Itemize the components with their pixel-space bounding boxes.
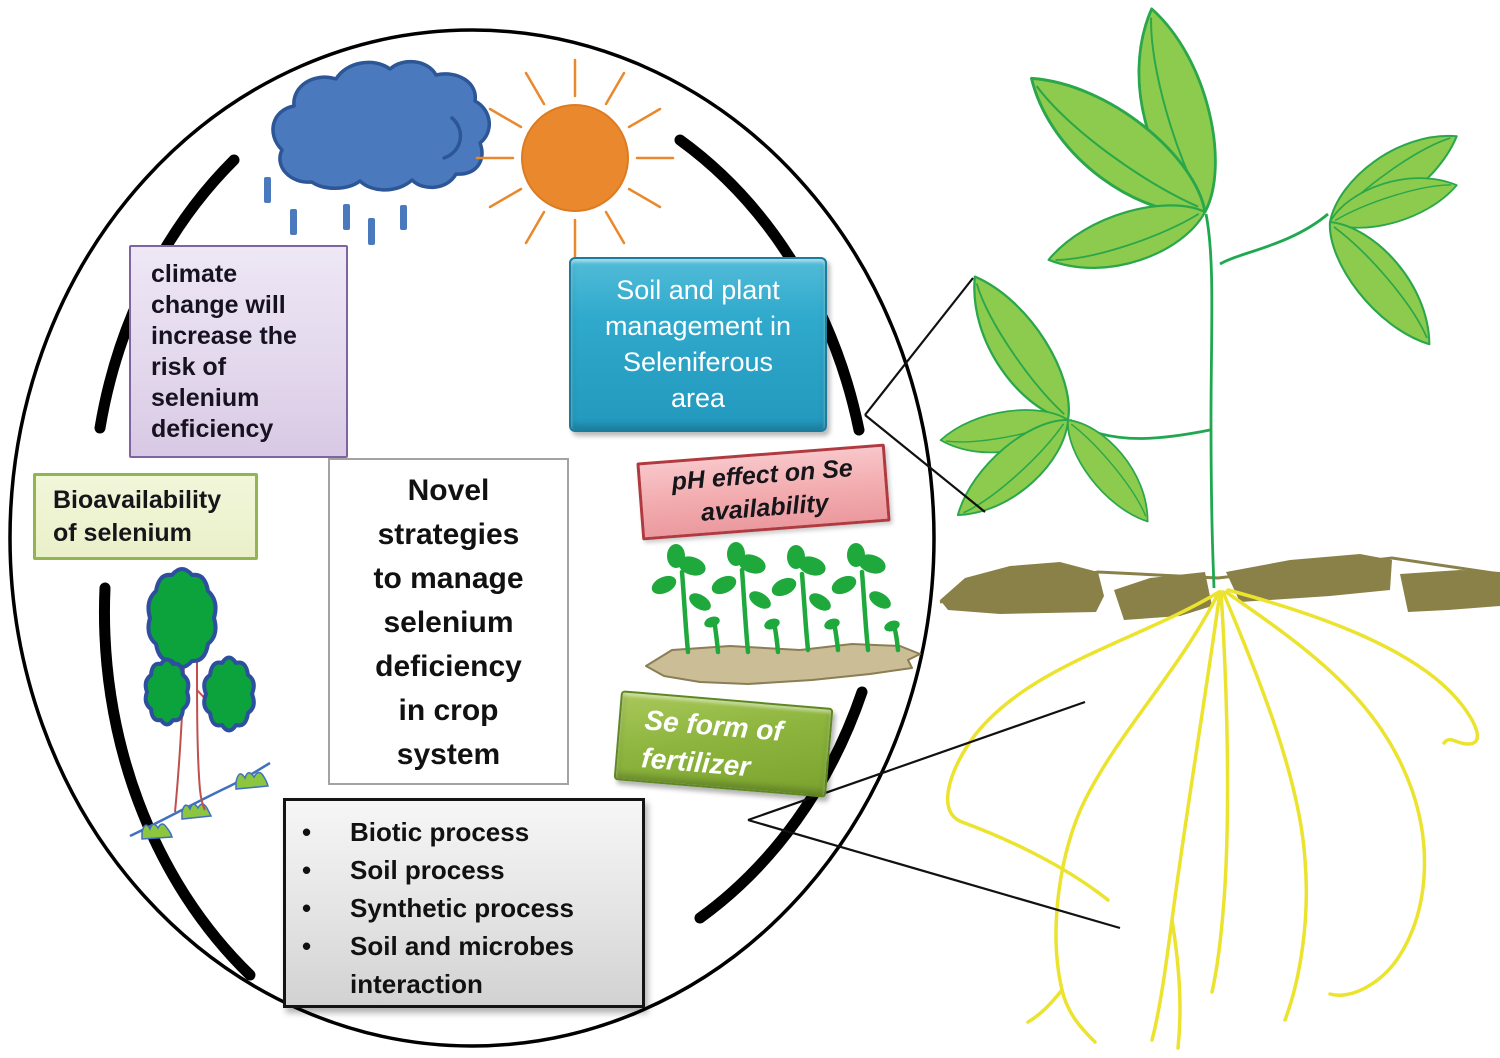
bioavailability-line: Bioavailability [53, 486, 222, 514]
grass-icon [141, 771, 269, 840]
soil-plant-line: Soil and plant [616, 275, 780, 305]
cycle-arc-bottom-right-icon [694, 686, 868, 924]
strategies-line: in crop [398, 694, 499, 727]
cycle-arc-bottom-left-icon [99, 582, 256, 981]
process-item-label: Biotic process [350, 817, 530, 847]
sun-icon [475, 58, 675, 258]
bullet-icon: • [302, 931, 312, 961]
climate-line: deficiency [151, 415, 274, 443]
climate-line: selenium [151, 384, 260, 412]
bullet-icon: • [302, 817, 312, 847]
novel-strategies-box: Novel strategies to manage selenium defi… [328, 458, 569, 785]
strategies-line: system [396, 738, 501, 771]
strategies-line: to manage [373, 562, 524, 595]
crop-row-illustration [645, 542, 921, 685]
strategies-line: Novel [407, 474, 490, 507]
cycle-ellipse [8, 28, 936, 1048]
crop-soil-strip [645, 643, 921, 685]
climate-line: change will [151, 291, 286, 319]
strategies-line: strategies [377, 518, 520, 551]
tree-canopy-icon [143, 657, 191, 727]
soil-plant-line: area [670, 383, 726, 413]
leader-lines-leaves [864, 277, 986, 513]
plant-stem [1204, 213, 1216, 589]
raindrops-icon [264, 177, 407, 245]
bioavailability-box: Bioavailability of selenium [33, 473, 258, 560]
process-item: • Soil and microbes interaction [302, 927, 634, 1003]
climate-line: climate [151, 260, 238, 288]
soil-plant-line: management in [604, 311, 792, 341]
rain-cloud-icon [271, 59, 491, 192]
climate-line: increase the [151, 322, 297, 350]
leader-lines-roots [747, 700, 1121, 930]
root-system [945, 588, 1480, 1050]
process-item-label: Synthetic process [350, 893, 574, 923]
process-item: • Soil process [302, 851, 634, 889]
trees-illustration [129, 567, 271, 840]
plant-illustration [939, 7, 1458, 589]
bioavailability-line: of selenium [53, 519, 192, 547]
plant-leaves [939, 7, 1458, 523]
process-item: • Synthetic process [302, 889, 634, 927]
strategies-line: selenium [383, 606, 514, 639]
bullet-icon: • [302, 893, 312, 923]
processes-list-box: • Biotic process • Soil process • Synthe… [283, 798, 645, 1008]
climate-change-box: climate change will increase the risk of… [129, 245, 348, 458]
tree-canopy-icon [146, 567, 218, 669]
process-item: • Biotic process [302, 813, 634, 851]
soil-plant-management-box: Soil and plant management in Seleniferou… [569, 257, 827, 432]
strategies-line: deficiency [375, 650, 522, 683]
process-item-label: Soil process [350, 855, 505, 885]
tree-canopy-icon [202, 655, 256, 733]
soil-band [939, 554, 1500, 620]
se-fertilizer-box: Se form of fertilizer [613, 690, 834, 798]
process-item-label: Soil and microbes interaction [350, 931, 574, 999]
climate-line: risk of [151, 353, 227, 381]
soil-plant-line: Seleniferous [622, 347, 774, 377]
bullet-icon: • [302, 855, 312, 885]
